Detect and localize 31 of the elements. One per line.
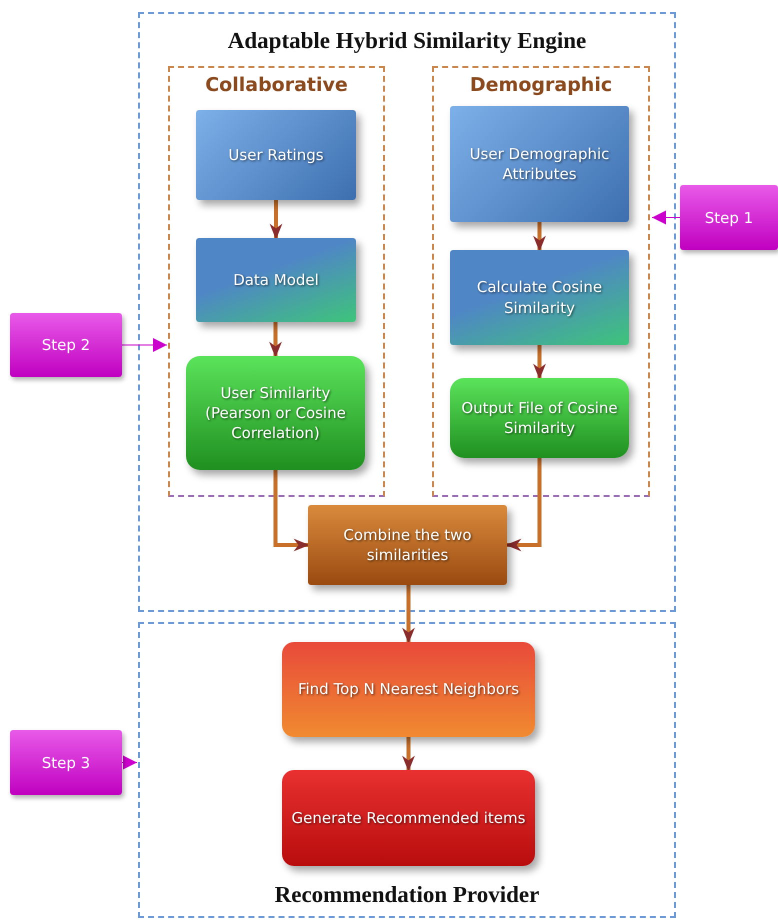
pointer-arrow [652,210,680,224]
process-box: User Demographic Attributes [450,106,629,222]
process-box: Data Model [196,238,356,322]
group-title: Demographic [468,74,614,96]
pointer-arrow [122,338,168,352]
process-box: User Similarity (Pearson or Cosine Correlation) [186,356,365,470]
arrow [402,737,415,772]
process-box: User Ratings [196,110,356,200]
process-box: Output File of Cosine Similarity [450,378,629,458]
dashed-group-frame [138,12,676,612]
arrow [505,458,542,552]
dashed-group-frame [138,622,676,918]
process-box: Generate Recommended items [282,770,535,866]
process-box: Find Top N Nearest Neighbors [282,642,535,737]
arrow [402,585,415,644]
arrow [533,222,546,252]
pointer-arrow [122,756,138,770]
group-title: Adaptable Hybrid Similarity Engine [226,28,588,54]
arrow [270,200,282,240]
process-box: Calculate Cosine Similarity [450,250,629,345]
arrow [274,470,310,552]
arrow [533,345,546,380]
dashed-panel-frame [168,66,385,497]
arrow [269,322,282,358]
process-box: Combine the two similarities [308,505,507,585]
step-tag: Step 3 [10,730,122,795]
group-title: Recommendation Provider [274,882,540,908]
dashed-panel-frame [432,66,650,497]
step-tag: Step 1 [680,185,778,250]
group-title: Collaborative [204,74,349,96]
step-tag: Step 2 [10,313,122,377]
